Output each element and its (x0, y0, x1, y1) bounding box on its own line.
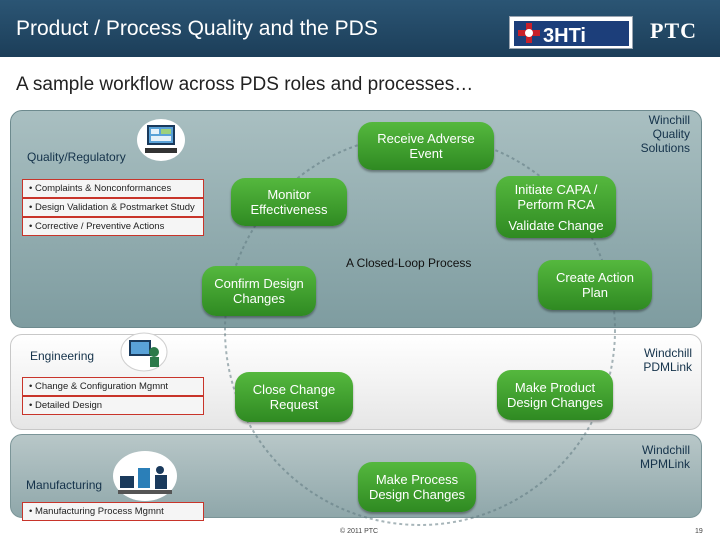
bullet-design-validation: • Design Validation & Postmarket Study (22, 198, 204, 217)
step-monitor-effectiveness: Monitor Effectiveness (231, 178, 347, 226)
bullet-manufacturing-process: • Manufacturing Process Mgmnt (22, 502, 204, 521)
bullet-complaints: • Complaints & Nonconformances (22, 179, 204, 198)
engineer-icon (120, 332, 168, 372)
step-close-change-request: Close Change Request (235, 372, 353, 422)
windchill-pdmlink-label: Windchill PDMLink (643, 346, 692, 374)
step-make-process-design-changes: Make Process Design Changes (358, 462, 476, 512)
winchill-quality-solutions-label: Winchill Quality Solutions (640, 113, 690, 155)
ptc-logo: PTC (650, 18, 697, 43)
3hti-logo: 3HTi (509, 16, 633, 49)
windchill-mpmlink-label: Windchill MPMLink (639, 443, 690, 471)
step-make-product-design-changes: Make Product Design Changes (497, 370, 613, 420)
step-receive-adverse-event: Receive Adverse Event (358, 122, 494, 170)
page-number: 19 (695, 528, 703, 535)
bullet-change-config: • Change & Configuration Mgmnt (22, 377, 204, 396)
step-create-action-plan: Create Action Plan (538, 260, 652, 310)
step-validate-change: Validate Change (508, 217, 604, 233)
3hti-logo-text: 3HTi (543, 25, 586, 47)
footer-copyright: © 2011 PTC (340, 528, 379, 535)
bullet-capa: • Corrective / Preventive Actions (22, 217, 204, 236)
monitor-icon (136, 118, 186, 162)
quality-regulatory-label: Quality/Regulatory (27, 150, 126, 164)
step-confirm-design-changes: Confirm Design Changes (202, 266, 316, 316)
closed-loop-title: A Closed-Loop Process (346, 256, 472, 270)
engineering-label: Engineering (30, 349, 95, 363)
manufacturing-label: Manufacturing (26, 478, 103, 492)
bullet-detailed-design: • Detailed Design (22, 396, 204, 415)
factory-icon (112, 450, 178, 502)
step-initiate-capa-group: Initiate CAPA / Perform RCA Validate Cha… (496, 176, 616, 238)
slide-subtitle: A sample workflow across PDS roles and p… (16, 74, 474, 95)
step-initiate-capa: Initiate CAPA / Perform RCA (514, 181, 598, 212)
page-title: Product / Process Quality and the PDS (16, 17, 378, 40)
